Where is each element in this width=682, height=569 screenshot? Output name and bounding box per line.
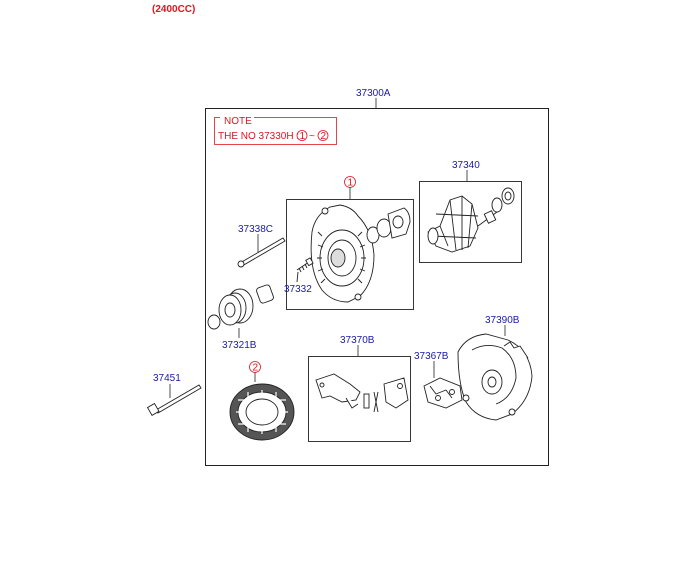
note-title: NOTE <box>224 116 252 127</box>
svg-text:2: 2 <box>253 363 259 374</box>
rear-bracket-icon <box>457 333 533 421</box>
assembly-frame <box>205 108 549 466</box>
through-bolt-label: 37338C <box>238 224 273 235</box>
brush-screw-label: 37332 <box>284 284 312 295</box>
note-ref-2: 2 <box>321 131 327 142</box>
front-bracket-subframe <box>286 199 414 310</box>
bolt-icon <box>146 384 202 416</box>
bolt-label: 37451 <box>153 373 181 384</box>
callout-front-bracket: 1 <box>344 176 356 199</box>
callout-stator: 2 <box>249 361 261 382</box>
rotor-subframe <box>419 181 522 263</box>
front-bracket-icon <box>310 204 411 303</box>
pulley-label: 37321B <box>222 340 257 351</box>
rotor-label: 37340 <box>452 160 480 171</box>
regulator-icon <box>423 377 463 409</box>
stator-icon <box>229 383 295 441</box>
through-bolt-icon <box>237 237 286 268</box>
assembly-label: 37300A <box>356 88 391 99</box>
note-box: NOTE THE NO 37330H : 1 ~ 2 <box>214 113 337 145</box>
regulator-label: 37367B <box>414 351 449 362</box>
engine-label: (2400CC) <box>152 4 196 15</box>
rear-bracket-label: 37390B <box>485 315 520 326</box>
note-text: THE NO 37330H : <box>218 131 299 142</box>
svg-text:1: 1 <box>348 178 354 189</box>
rotor-icon <box>427 187 515 253</box>
brush-holder-subframe <box>308 356 411 442</box>
brush-screw-icon <box>296 257 314 283</box>
note-ref-sep: ~ <box>309 131 315 142</box>
brush-holder-icon <box>315 373 409 413</box>
note-ref-1: 1 <box>300 131 306 142</box>
brush-holder-label: 37370B <box>340 335 375 346</box>
pulley-icon <box>207 284 274 330</box>
